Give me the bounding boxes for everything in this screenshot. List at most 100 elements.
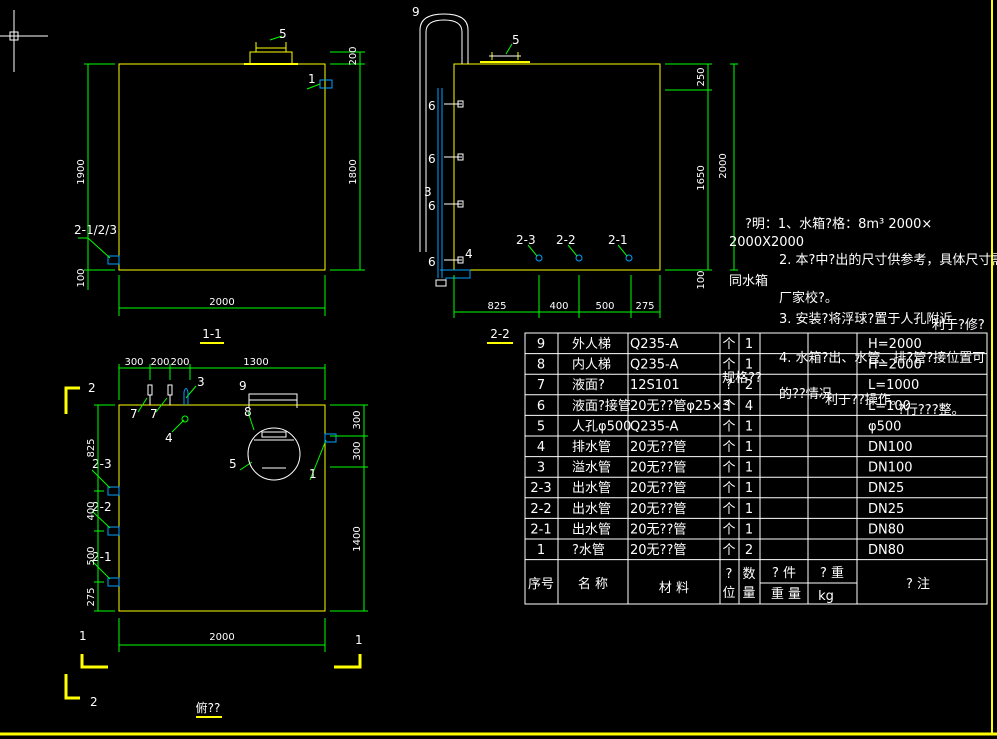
outer-ladder bbox=[419, 13, 469, 252]
label-n9-plan: 9 bbox=[239, 379, 247, 393]
table-cell-mat: Q235-A bbox=[630, 358, 678, 373]
table-cell-mat: 20无??管 bbox=[630, 461, 686, 476]
table-cell-note: DN100 bbox=[868, 440, 913, 455]
table-cell-no: 1 bbox=[537, 543, 545, 558]
crosshair-cursor-icon bbox=[0, 10, 48, 72]
manhole-symbol bbox=[244, 42, 298, 65]
label-o23-v22: 2-3 bbox=[516, 233, 536, 247]
header-material: 材 料 bbox=[659, 581, 689, 596]
dim-w1-v22: 825 bbox=[487, 301, 506, 312]
table-cell-mat: 20无??管 bbox=[630, 522, 686, 537]
outlet-2-3 bbox=[535, 254, 543, 262]
table-cell-no: 2-3 bbox=[530, 481, 551, 496]
label-o23-plan: 2-3 bbox=[92, 457, 112, 471]
table-cell-name: 液面?接管 bbox=[572, 398, 631, 414]
table-cell-note: DN25 bbox=[868, 481, 904, 496]
table-cell-unit: 个 bbox=[722, 543, 735, 558]
note-line7: 的??情况 bbox=[779, 386, 832, 402]
section-marks bbox=[64, 386, 362, 700]
table-cell-name: 人孔φ500 bbox=[572, 419, 631, 434]
plan-outlet-leaders bbox=[91, 469, 111, 580]
dim-r3-plan: 1400 bbox=[352, 526, 363, 551]
table-cell-qty: 1 bbox=[745, 502, 753, 517]
table-cell-unit: 个 bbox=[722, 337, 735, 352]
table-cell-no: 8 bbox=[537, 358, 545, 373]
table-cell-no: 9 bbox=[537, 337, 545, 352]
label-o21-v22: 2-1 bbox=[608, 233, 628, 247]
table-cell-unit: 个 bbox=[722, 522, 735, 537]
dim-l1-plan: 825 bbox=[86, 438, 97, 457]
note-line5: 3. 安装?将浮球?置于人孔附近 bbox=[779, 312, 952, 327]
table-cell-note: L=1000 bbox=[868, 378, 919, 393]
dim-t3-plan: 200 bbox=[170, 357, 189, 368]
note-line7c: ?行???整。 bbox=[898, 403, 965, 418]
table-cell-unit: ? bbox=[726, 378, 733, 393]
dim-l2-plan: 400 bbox=[86, 501, 97, 520]
header-weight2: ? 重 bbox=[820, 565, 844, 581]
table-cell-unit: 个 bbox=[722, 440, 735, 455]
label-item6c-v22: 6 bbox=[428, 199, 436, 213]
table-cell-unit: 个 bbox=[722, 481, 735, 496]
plan-view: 2 2 1 1 7 7 3 4 9 8 bbox=[64, 357, 368, 718]
inner-ladder-plan bbox=[254, 431, 294, 469]
table-cell-mat: 20无??管 bbox=[630, 440, 686, 455]
dim-r2-plan: 300 bbox=[352, 441, 363, 460]
header-weight3: 重 量 bbox=[771, 586, 801, 602]
manhole-plan bbox=[247, 427, 301, 481]
label-n8-plan: 8 bbox=[244, 405, 252, 419]
table-cell-unit: 个 bbox=[722, 461, 735, 476]
table-cell-note: DN80 bbox=[868, 522, 904, 537]
table-cell-mat: 20无??管φ25×3 bbox=[630, 399, 731, 414]
manhole-symbol-v22 bbox=[480, 52, 530, 63]
note-line1: ?明：1、水箱?格：8m³ 2000× bbox=[745, 216, 932, 232]
dimension-lines-v22 bbox=[453, 63, 738, 318]
note-line2: 2000X2000 bbox=[729, 235, 804, 250]
table-cell-qty: 4 bbox=[745, 399, 753, 414]
table-cell-note: DN25 bbox=[868, 502, 904, 517]
table-cell-name: ?水管 bbox=[572, 543, 605, 558]
table-cell-qty: 1 bbox=[745, 358, 753, 373]
dim-bottom-v22: 100 bbox=[696, 270, 707, 289]
table-cell-unit: 个 bbox=[722, 419, 735, 434]
table-cell-qty: 1 bbox=[745, 337, 753, 352]
table-cell-name: 出水管 bbox=[572, 522, 611, 537]
dim-top-v11: 200 bbox=[348, 46, 359, 65]
label-item5-v11: 5 bbox=[279, 27, 287, 41]
table-cell-name: 外人梯 bbox=[572, 337, 611, 352]
outlet-2-2 bbox=[575, 254, 583, 262]
outer-ladder-plan bbox=[248, 393, 298, 408]
dim-t2-plan: 200 bbox=[150, 357, 169, 368]
label-item5-v22: 5 bbox=[512, 33, 520, 47]
section-mark-1-left: 1 bbox=[79, 629, 87, 643]
table-cell-no: 7 bbox=[537, 378, 545, 393]
dim-top-v22: 250 bbox=[696, 67, 707, 86]
dimension-lines-plan bbox=[94, 364, 368, 652]
label-n7a-plan: 7 bbox=[130, 407, 138, 421]
table-cell-unit: 个 bbox=[722, 358, 735, 373]
dim-w3-v22: 500 bbox=[595, 301, 614, 312]
table-cell-note: H=2000 bbox=[868, 337, 922, 352]
table-cell-qty: 1 bbox=[745, 461, 753, 476]
note-line4: 厂家校?。 bbox=[779, 290, 838, 306]
table-cell-note: L=100 bbox=[868, 399, 911, 414]
view-title-plan: 俯?? bbox=[196, 700, 221, 715]
header-name: 名 称 bbox=[578, 576, 608, 592]
overlay-spec: 规格?? bbox=[722, 370, 762, 386]
tank-outline-plan bbox=[118, 404, 326, 612]
dim-inner-h-v11: 1800 bbox=[348, 159, 359, 184]
overflow-pipe-plan bbox=[183, 388, 189, 405]
dim-total-h-v11: 1900 bbox=[76, 159, 87, 184]
dim-inner-v22: 1650 bbox=[696, 165, 707, 190]
dim-width-v11: 2000 bbox=[209, 297, 234, 308]
table-grid bbox=[524, 332, 988, 605]
header-unit1: ? bbox=[726, 567, 733, 582]
view-title-1-1: 1-1 bbox=[202, 327, 222, 341]
table-cell-note: DN100 bbox=[868, 461, 913, 476]
